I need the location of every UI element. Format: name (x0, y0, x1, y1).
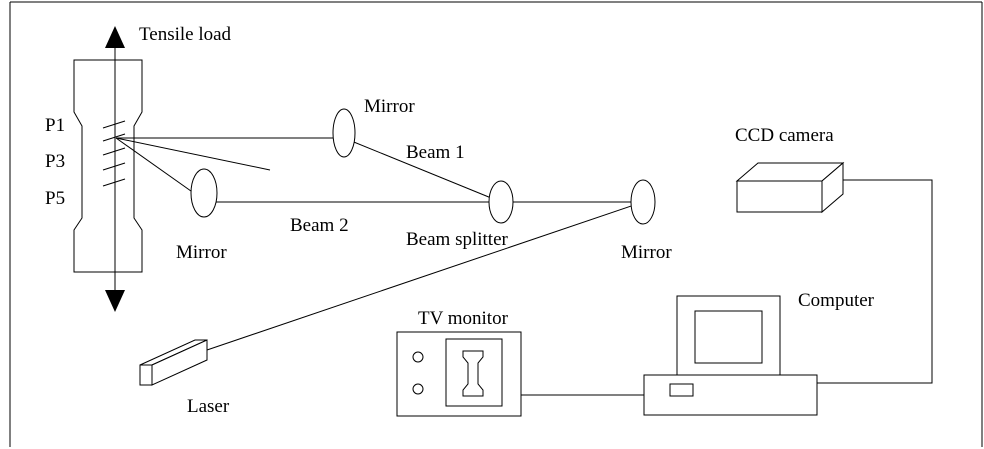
labels: Tensile load P1 P3 P5 Mirror Beam 1 Mirr… (45, 24, 875, 417)
beam-specimen-to-left-mirror (115, 137, 199, 197)
knob-top (412, 351, 424, 363)
computer (643, 295, 818, 416)
beam2-label: Beam 2 (290, 215, 349, 236)
laser-label: Laser (187, 396, 230, 417)
arrow-down-icon (105, 290, 125, 312)
left-mirror (190, 168, 218, 218)
top-mirror (332, 108, 356, 158)
laser-beam (206, 201, 644, 351)
p1-label: P1 (45, 115, 65, 136)
laser (139, 339, 208, 386)
beam-splitter (488, 180, 514, 224)
beam-paths (115, 137, 644, 351)
knob-bottom (412, 383, 424, 395)
ccd-camera-label: CCD camera (735, 125, 834, 146)
beam-specimen-ray (115, 137, 271, 171)
beam1-path (343, 137, 502, 203)
mirror-left-label: Mirror (176, 242, 227, 263)
tensile-load-label: Tensile load (139, 24, 232, 45)
tv-specimen-icon (462, 350, 484, 397)
right-mirror (630, 179, 656, 225)
mirror-right-label: Mirror (621, 242, 672, 263)
cables (521, 179, 933, 396)
beam-splitter-label: Beam splitter (406, 229, 509, 250)
gauge-marks (102, 120, 126, 187)
tv-monitor (396, 331, 522, 417)
p5-label: P5 (45, 188, 65, 209)
disk-drive (669, 383, 694, 397)
computer-label: Computer (798, 290, 875, 311)
beam1-label: Beam 1 (406, 142, 465, 163)
specimen (73, 59, 143, 273)
mirror-top-label: Mirror (364, 96, 415, 117)
ccd-camera (735, 161, 845, 214)
tv-monitor-label: TV monitor (418, 308, 509, 329)
arrow-up-icon (105, 26, 125, 48)
p3-label: P3 (45, 151, 65, 172)
tensile-load-axis (105, 26, 125, 312)
computer-screen (694, 310, 763, 364)
optics (190, 108, 656, 225)
frame (9, 1, 983, 447)
